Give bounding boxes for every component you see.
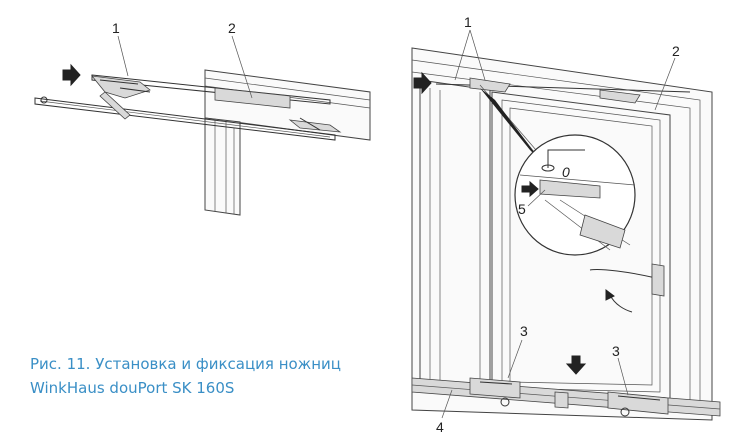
down-arrow-icon bbox=[565, 355, 587, 375]
left-callout-1: 1 bbox=[112, 20, 120, 36]
right-callout-1: 1 bbox=[464, 14, 472, 30]
right-callout-2: 2 bbox=[672, 43, 680, 59]
right-callout-3b: 3 bbox=[612, 343, 620, 359]
push-arrow-icon bbox=[62, 63, 81, 87]
caption-line-1: Рис. 11. Установка и фиксация ножниц bbox=[30, 355, 341, 373]
caption-line-2: WinkHaus douPort SK 160S bbox=[30, 379, 235, 397]
right-door-view: 0 1 2 3 3 4 5 bbox=[411, 14, 721, 435]
left-callout-2: 2 bbox=[228, 20, 236, 36]
right-callout-5: 5 bbox=[518, 201, 526, 217]
push-arrow-icon-right bbox=[413, 71, 432, 95]
figure-caption: Рис. 11. Установка и фиксация ножниц Win… bbox=[30, 352, 360, 400]
right-callout-3a: 3 bbox=[520, 323, 528, 339]
right-callout-4: 4 bbox=[436, 419, 444, 435]
left-scissor-detail: 1 2 bbox=[34, 20, 371, 216]
detail-zero-label: 0 bbox=[562, 164, 570, 180]
